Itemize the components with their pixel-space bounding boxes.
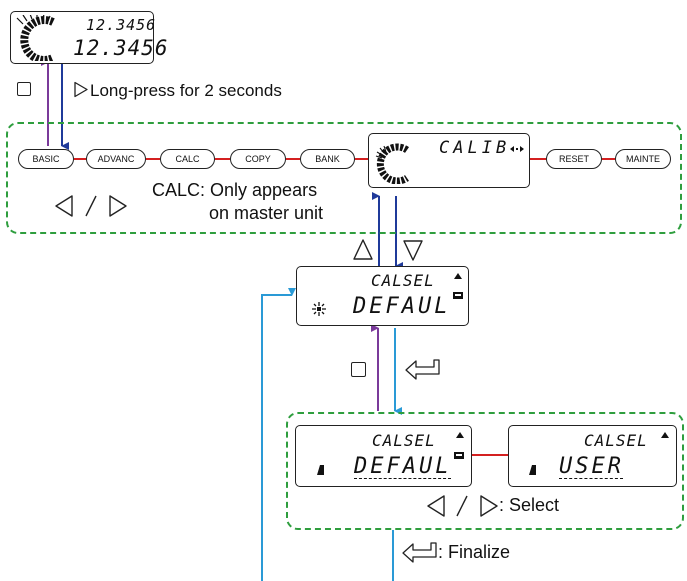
gauge-icon — [16, 15, 55, 61]
sun-indicator-icon — [312, 302, 326, 316]
menu-item-advanc[interactable]: ADVANC — [86, 149, 146, 169]
select-right-line1: CALSEL — [584, 431, 648, 450]
top-value-line1: 12.3456 — [86, 16, 157, 34]
calsel-line1: CALSEL — [371, 271, 435, 290]
menu-item-basic[interactable]: BASIC — [18, 149, 74, 169]
select-connector — [472, 454, 508, 456]
calib-text: CALIB — [439, 138, 511, 158]
select-group — [286, 412, 684, 530]
top-value-line2: 12.3456 — [73, 36, 169, 60]
enter-indicator-icon — [454, 452, 464, 459]
select-label: : Select — [499, 495, 560, 515]
menu-group — [6, 122, 682, 234]
menu-item-bank[interactable]: BANK — [300, 149, 355, 169]
menu-connectors — [74, 158, 615, 160]
marker-icon — [317, 465, 324, 475]
menu-item-reset[interactable]: RESET — [546, 149, 602, 169]
gauge-icon — [375, 143, 409, 184]
long-press-label: Long-press for 2 seconds — [90, 81, 282, 100]
square-button-icon — [351, 362, 366, 377]
left-right-keys-icon — [427, 495, 498, 517]
up-indicator-icon — [456, 432, 464, 438]
up-down-keys-icon — [353, 239, 423, 261]
select-left-line2: DEFAUL — [354, 454, 452, 479]
enter-indicator-icon — [453, 292, 463, 299]
select-display-left[interactable]: CALSEL DEFAUL — [295, 425, 472, 487]
left-right-keys-icon — [55, 195, 127, 217]
return-line — [261, 288, 296, 581]
up-indicator-icon — [454, 273, 462, 279]
right-arrow-icon — [74, 81, 88, 98]
marker-icon — [529, 465, 536, 475]
enter-key-icon — [405, 359, 440, 380]
left-right-indicator-icon — [510, 146, 524, 152]
calsel-display: CALSEL DEFAUL — [296, 266, 469, 326]
calsel-line2: DEFAUL — [353, 294, 451, 319]
menu-note-line2: on master unit — [209, 203, 324, 223]
finalize-label: : Finalize — [438, 542, 511, 562]
select-right-line2: USER — [559, 454, 624, 479]
menu-note-line1: CALC: Only appears — [152, 180, 318, 200]
enter-key-icon — [402, 542, 437, 563]
select-display-right[interactable]: CALSEL USER — [508, 425, 677, 487]
square-button-icon — [17, 82, 31, 96]
menu-item-copy[interactable]: COPY — [230, 149, 286, 169]
calib-display: CALIB — [368, 133, 530, 188]
up-indicator-icon — [661, 432, 669, 438]
menu-item-mainte[interactable]: MAINTE — [615, 149, 671, 169]
select-left-line1: CALSEL — [372, 431, 436, 450]
top-display: 12.3456 12.3456 — [10, 11, 168, 64]
menu-item-calc[interactable]: CALC — [160, 149, 215, 169]
